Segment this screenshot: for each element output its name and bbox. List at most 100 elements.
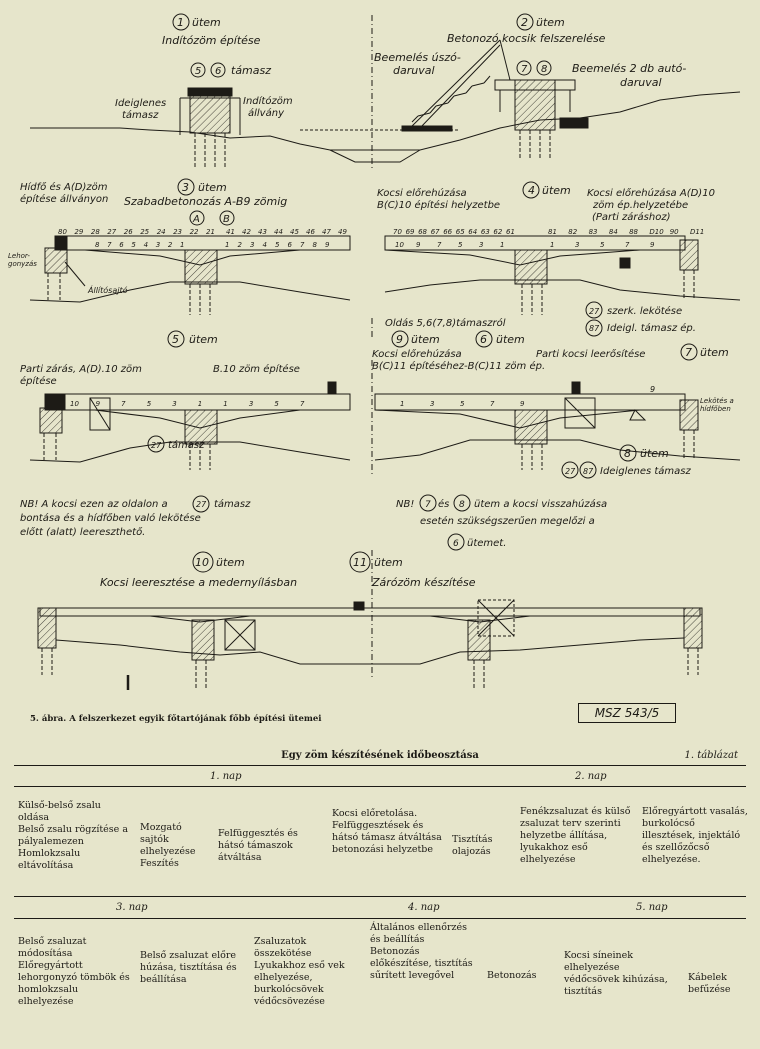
- phase-8-word: ütem: [640, 447, 669, 460]
- svg-text:hídfőben: hídfőben: [700, 404, 731, 413]
- svg-text:támasz: támasz: [168, 439, 205, 451]
- svg-text:7: 7: [521, 64, 528, 75]
- svg-text:27: 27: [151, 441, 162, 450]
- svg-text:előtt (alatt) leereszthető.: előtt (alatt) leereszthető.: [20, 526, 145, 538]
- segment-label-seg_l-7: 1: [180, 241, 184, 249]
- phase-6-number: 6: [480, 333, 487, 346]
- segment-label-seg_r1-2: 7: [437, 241, 442, 249]
- svg-text:daruval: daruval: [620, 76, 662, 89]
- day-3: 3. nap: [116, 902, 148, 913]
- phase-8-number: 8: [624, 447, 631, 460]
- segment-label-top_nums_mid-7: 49: [338, 228, 347, 236]
- segment-label-seg_l-1: 7: [107, 241, 112, 249]
- segment-label-seg_m-7: 8: [313, 241, 318, 249]
- segment-label-top_nums_left-2: 28: [91, 228, 100, 236]
- deck-final: [39, 607, 701, 617]
- segment-label-seg_r2-2: 5: [600, 241, 605, 249]
- phase-8-title: Ideiglenes támasz: [600, 465, 692, 477]
- segment-label-top_nums_left-5: 25: [140, 228, 149, 236]
- svg-text:6: 6: [215, 66, 221, 77]
- row1-col3: Felfüggesztés és hátsó támaszok átváltás…: [218, 828, 298, 863]
- row2-col4: Általános ellenőrzés és beállítás Betono…: [370, 922, 473, 981]
- segment-label-top_nums_r2-6: 90: [670, 228, 679, 236]
- day-2: 2. nap: [575, 771, 607, 782]
- svg-text:7: 7: [425, 500, 431, 510]
- segment-label-top_nums_r1-4: 66: [443, 228, 452, 236]
- segment-label-seg_r1-1: 9: [416, 241, 421, 249]
- segment-label-seg_6-0: 1: [400, 400, 404, 408]
- figure-caption: 5. ábra. A felszerkezet egyik főtartóján…: [30, 714, 322, 724]
- segment-label-seg_6-4: 9: [520, 400, 525, 408]
- svg-text:Oldás 5,6(7,8)támaszról: Oldás 5,6(7,8)támaszról: [385, 317, 506, 329]
- svg-text:27: 27: [196, 500, 207, 509]
- segment-label-seg_l-4: 4: [144, 241, 148, 249]
- svg-text:87: 87: [589, 324, 600, 333]
- phase-2-word: ütem: [536, 16, 565, 29]
- segment-label-seg_5-2: 7: [121, 400, 126, 408]
- segment-label-top_nums_left-6: 24: [157, 228, 166, 236]
- svg-text:gonyzás: gonyzás: [8, 260, 37, 268]
- construction-phases-drawing: 1 ütem Indítózöm építése 5 6 támasz 2 üt…: [8, 13, 741, 690]
- segment-label-seg_5-0: 10: [70, 400, 79, 408]
- svg-text:A: A: [192, 214, 200, 225]
- segment-label-seg_l-5: 3: [156, 241, 160, 249]
- segment-label-top_nums_r1-6: 64: [468, 228, 477, 236]
- row2-col7: Kábelek befűzése: [688, 972, 731, 995]
- segment-label-top_nums_r1-8: 62: [493, 228, 502, 236]
- svg-text:8: 8: [459, 500, 465, 510]
- segment-label-seg_5-6: 1: [223, 400, 227, 408]
- phase-6-title: Parti kocsi leerősítése: [536, 348, 645, 360]
- row2-col3: Zsaluzatok összekötése Lyukakhoz eső vek…: [254, 936, 345, 1007]
- segment-label-seg_r1-4: 3: [479, 241, 483, 249]
- table-rule-top: [14, 765, 746, 766]
- segment-label-top_nums_r2-2: 83: [589, 228, 598, 236]
- svg-text:Beemelés 2 db autó-: Beemelés 2 db autó-: [572, 62, 686, 75]
- segment-label-seg_l-3: 5: [131, 241, 136, 249]
- segment-label-seg_m-5: 6: [288, 241, 293, 249]
- segment-label-top_nums_mid-3: 44: [274, 228, 283, 236]
- svg-text:Kocsi előrehúzása: Kocsi előrehúzása: [377, 187, 467, 199]
- segment-label-top_nums_r1-2: 68: [418, 228, 427, 236]
- svg-text:ütemet.: ütemet.: [467, 538, 506, 549]
- phase-3-number: 3: [182, 181, 189, 194]
- svg-text:ütem a kocsi visszahúzása: ütem a kocsi visszahúzása: [474, 498, 607, 510]
- day-5: 5. nap: [636, 902, 668, 913]
- svg-text:zöm ép.helyzetébe: zöm ép.helyzetébe: [592, 199, 688, 211]
- segment-label-top_nums_r1-0: 70: [393, 228, 402, 236]
- phase-5-number: 5: [172, 333, 179, 346]
- segment-label-top_nums_mid-0: 41: [226, 228, 235, 236]
- row2-col5: Betonozás: [487, 970, 537, 981]
- row2-col1: Belső zsaluzat módosítása Előregyártott …: [18, 936, 130, 1007]
- pier-2: [514, 79, 556, 131]
- svg-text:esetén szükségszerűen megelőzi: esetén szükségszerűen megelőzi a: [420, 515, 595, 527]
- segment-label-seg_r2-4: 9: [650, 241, 655, 249]
- svg-text:daruval: daruval: [393, 64, 435, 77]
- phase-2-title: Betonozó kocsik felszerelése: [447, 32, 606, 45]
- segment-label-seg_r1-3: 5: [458, 241, 463, 249]
- segment-label-seg_m-4: 5: [275, 241, 280, 249]
- row1-col7: Előregyártott vasalás, burkolócső illesz…: [642, 806, 748, 865]
- svg-text:NB!: NB!: [396, 499, 414, 510]
- phase-9-number: 9: [396, 333, 403, 346]
- phase-3-word: ütem: [198, 181, 227, 194]
- segment-label-top_nums_mid-4: 45: [290, 228, 299, 236]
- segment-label-top_nums_mid-2: 43: [258, 228, 267, 236]
- segment-label-top_nums_mid-6: 47: [322, 228, 331, 236]
- segment-label-top_nums_left-9: 21: [206, 228, 215, 236]
- svg-text:27: 27: [565, 467, 576, 476]
- segment-label-top_nums_r2-1: 82: [568, 228, 577, 236]
- segment-label-seg_6-1: 3: [430, 400, 434, 408]
- svg-text:építése: építése: [20, 375, 57, 387]
- phase-9-word: ütem: [411, 333, 440, 346]
- segment-label-top_nums_r2-7: D11: [690, 228, 704, 236]
- phase-11-number: 11: [353, 556, 367, 569]
- segment-label-seg_6-3: 7: [490, 400, 495, 408]
- segment-label-top_nums_r2-0: 81: [548, 228, 557, 236]
- phase-1-number: 1: [177, 16, 184, 29]
- segment-label-top_nums_left-8: 22: [190, 228, 199, 236]
- segment-label-seg_5-5: 1: [198, 400, 202, 408]
- segment-label-top_nums_r1-9: 61: [506, 228, 515, 236]
- svg-text:Indítózöm: Indítózöm: [243, 95, 293, 107]
- phase-9-title: Kocsi előrehúzása: [372, 348, 462, 360]
- segment-label-seg_m-3: 4: [263, 241, 267, 249]
